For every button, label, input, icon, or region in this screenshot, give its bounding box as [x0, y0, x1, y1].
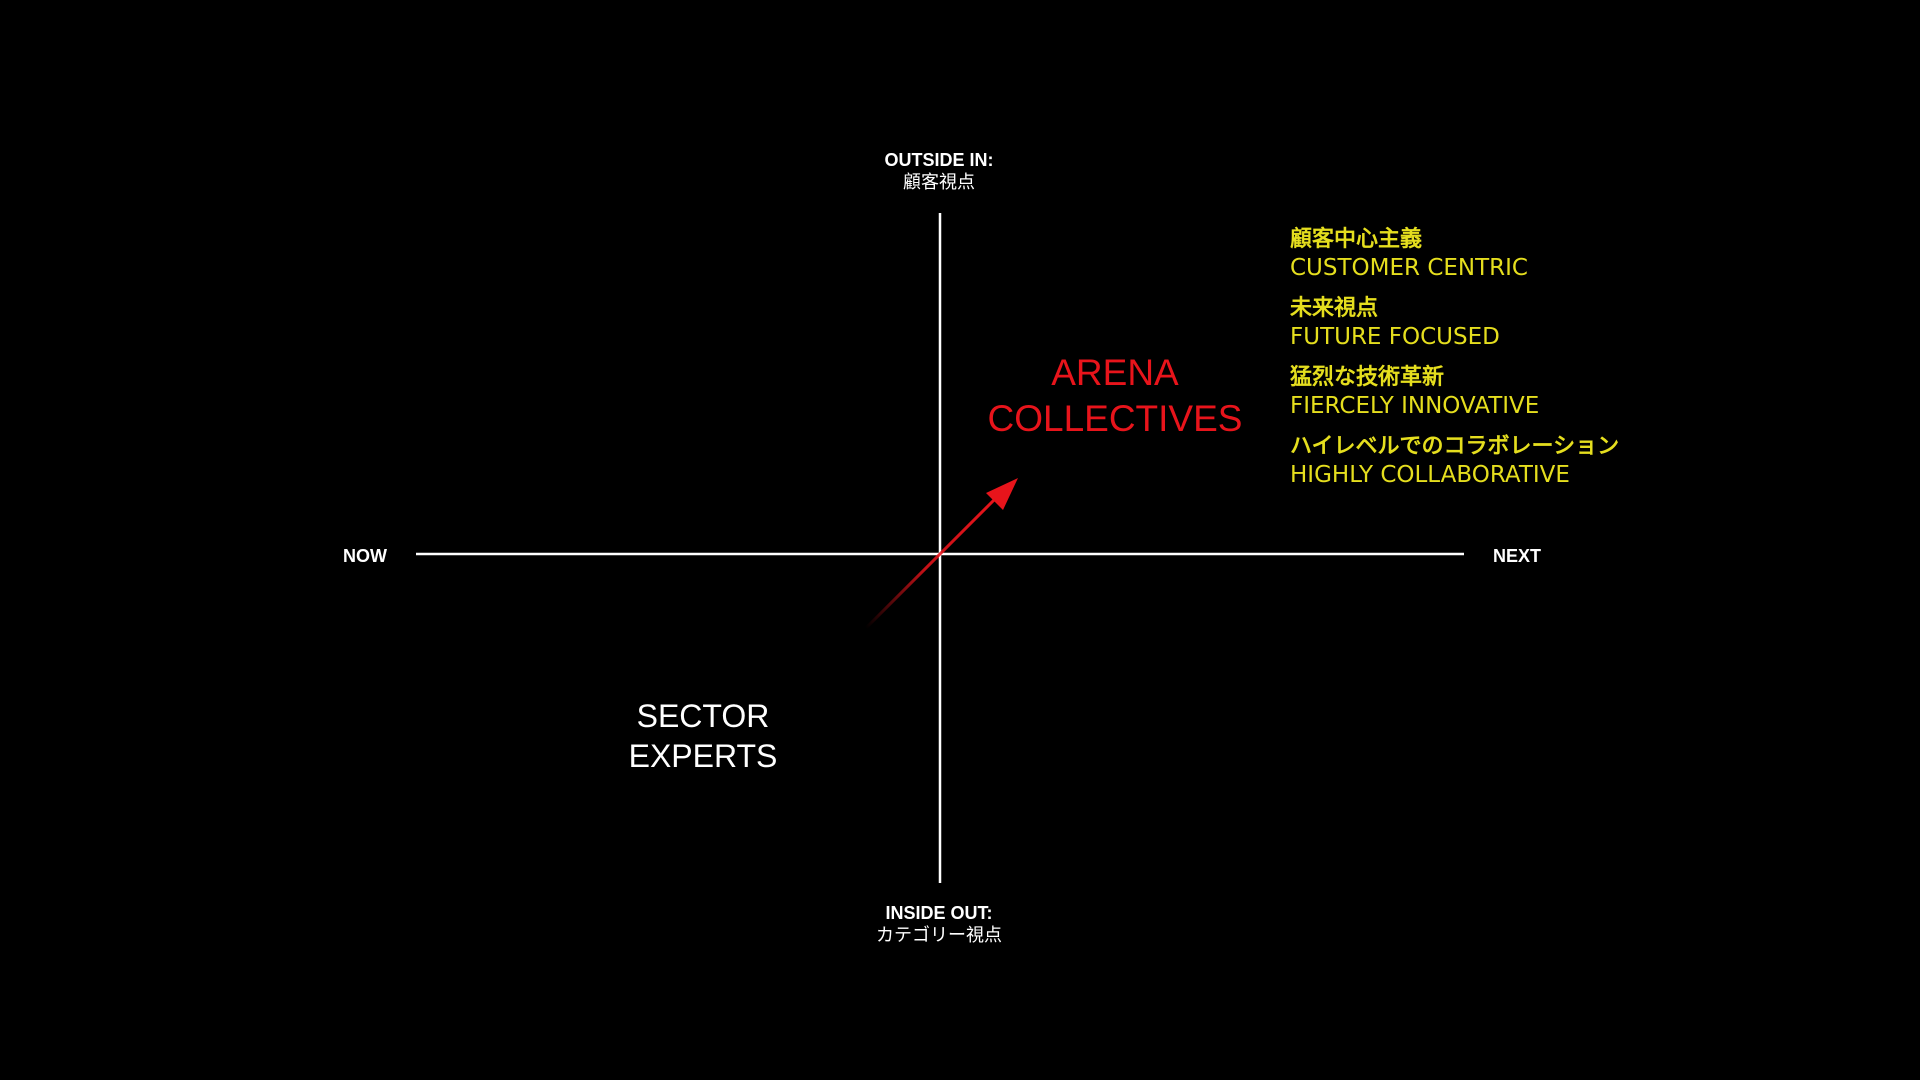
trait-en: FUTURE FOCUSED [1290, 324, 1500, 350]
trait-en: HIGHLY COLLABORATIVE [1290, 462, 1570, 488]
trait-en: FIERCELY INNOVATIVE [1290, 393, 1540, 419]
arena-line-2: COLLECTIVES [987, 398, 1243, 439]
axis-label-top-sub: 顧客視点 [903, 172, 975, 192]
trait-jp: ハイレベルでのコラボレーション [1290, 434, 1620, 459]
axis-label-bottom-title: INSIDE OUT: [885, 903, 993, 923]
trait-jp: 顧客中心主義 [1290, 227, 1423, 252]
trait-jp: 猛烈な技術革新 [1290, 365, 1445, 390]
axis-label-bottom-sub: カテゴリー視点 [876, 925, 1002, 945]
axis-label-top-title: OUTSIDE IN: [884, 150, 994, 170]
sector-line-2: EXPERTS [628, 738, 778, 774]
traits-list: 顧客中心主義 CUSTOMER CENTRIC 未来視点 FUTURE FOCU… [1290, 226, 1850, 502]
trait-en: CUSTOMER CENTRIC [1290, 255, 1528, 281]
arrow-shaft [864, 494, 1000, 630]
trait-jp: 未来視点 [1290, 296, 1379, 321]
axis-label-right: NEXT [1492, 546, 1541, 566]
axis-label-left: NOW [343, 546, 387, 566]
trait-item: 猛烈な技術革新 FIERCELY INNOVATIVE [1290, 364, 1850, 420]
arrow-head-icon [986, 478, 1018, 510]
quadrant-label-arena-collectives: ARENA COLLECTIVES [960, 350, 1270, 442]
trait-item: ハイレベルでのコラボレーション HIGHLY COLLABORATIVE [1290, 433, 1850, 489]
axis-label-top: OUTSIDE IN: 顧客視点 [839, 149, 1039, 193]
sector-line-1: SECTOR [636, 698, 770, 734]
quadrant-label-sector-experts: SECTOR EXPERTS [553, 696, 853, 776]
trait-item: 未来視点 FUTURE FOCUSED [1290, 295, 1850, 351]
arena-line-1: ARENA [1051, 352, 1179, 393]
axis-label-bottom: INSIDE OUT: カテゴリー視点 [839, 902, 1039, 946]
trait-item: 顧客中心主義 CUSTOMER CENTRIC [1290, 226, 1850, 282]
